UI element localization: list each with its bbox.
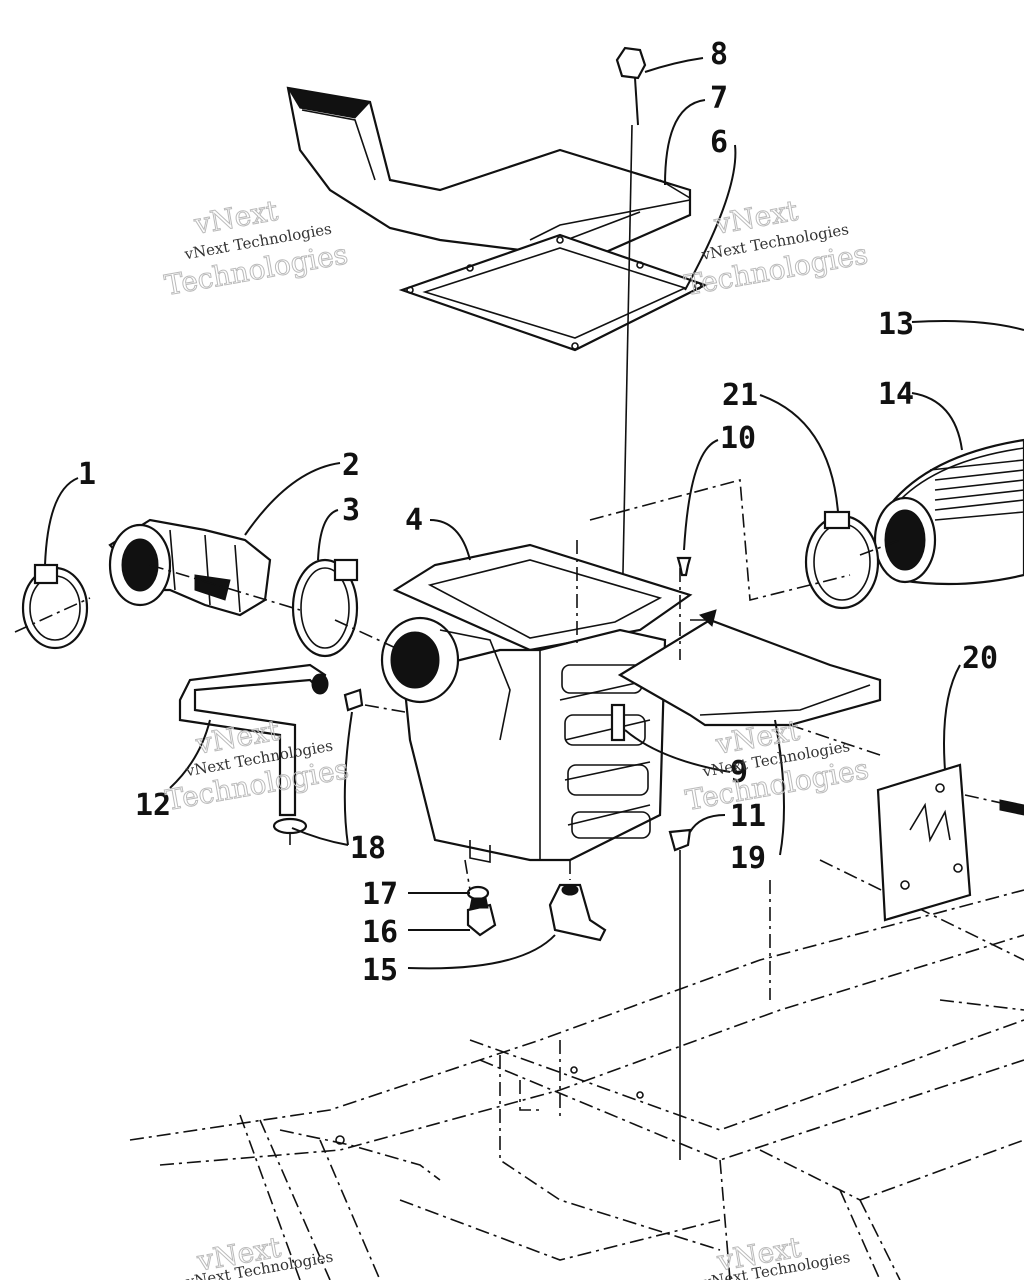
assembly-lines <box>14 478 901 891</box>
part-12-hose <box>178 663 329 817</box>
callout-20: 20 <box>962 641 998 676</box>
callout-21: 21 <box>722 378 758 413</box>
part-19-cover <box>617 609 882 727</box>
part-11-screw <box>668 828 692 1160</box>
callout-2: 2 <box>342 448 360 483</box>
callout-6: 6 <box>710 125 728 160</box>
callout-11: 11 <box>730 799 766 834</box>
part-14-air-filter <box>873 438 1024 586</box>
part-6-gasket <box>398 233 708 352</box>
callout-14: 14 <box>878 377 914 412</box>
watermark-bottom-left: vNext vNext Technologies <box>184 1230 335 1280</box>
part-3-clamp <box>291 558 359 658</box>
watermarks: vNext Technologies vNext Technologies vN… <box>162 193 872 1280</box>
part-21-clamp <box>804 510 880 610</box>
callout-4: 4 <box>405 503 423 538</box>
part-20-plate <box>876 763 1024 922</box>
callout-8: 8 <box>710 37 728 72</box>
callout-1: 1 <box>78 457 96 492</box>
part-2-intake-boot <box>108 518 272 617</box>
part-7-intake-cover <box>286 86 692 272</box>
callout-13: 13 <box>878 307 914 342</box>
callout-labels: 1 2 3 4 6 7 8 9 10 11 12 13 14 15 16 17 … <box>78 37 998 988</box>
part-1-clamp <box>21 563 89 650</box>
part-10-screw <box>676 556 692 577</box>
part-17-clamp <box>466 885 490 901</box>
callout-18: 18 <box>350 831 386 866</box>
part-4-air-box <box>380 543 693 863</box>
leader-lines <box>44 57 1024 970</box>
callout-7: 7 <box>710 81 728 116</box>
callout-9: 9 <box>730 755 748 790</box>
part-16-drain <box>466 897 497 937</box>
part-15-mount <box>548 883 607 942</box>
part-9-sensor <box>610 703 626 742</box>
callout-10: 10 <box>720 421 756 456</box>
watermark-top-left: vNext Technologies vNext Technologies <box>162 193 351 302</box>
callout-12: 12 <box>135 788 171 823</box>
callout-3: 3 <box>342 493 360 528</box>
callout-19: 19 <box>730 841 766 876</box>
callout-16: 16 <box>362 915 398 950</box>
watermark-top-right: vNext Technologies vNext Technologies <box>682 193 871 302</box>
callout-17: 17 <box>362 877 398 912</box>
watermark-bottom-right: vNext vNext Technologies <box>701 1230 852 1280</box>
callout-15: 15 <box>362 953 398 988</box>
